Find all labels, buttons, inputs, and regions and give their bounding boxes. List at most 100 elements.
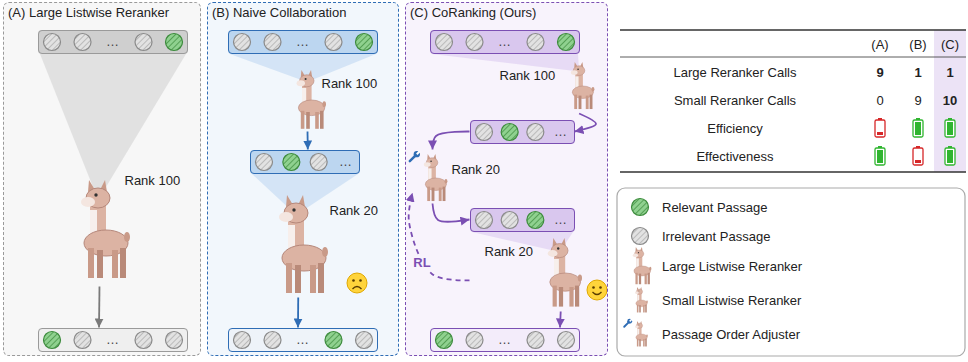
battery-body xyxy=(875,120,885,137)
call-count: 10 xyxy=(943,93,957,108)
passage-list-fill xyxy=(228,30,378,54)
battery-icon xyxy=(913,146,923,165)
battery-icon xyxy=(913,118,923,137)
battery-cap xyxy=(948,118,952,120)
passage-list-fill xyxy=(228,328,378,352)
passage-list-fill xyxy=(470,120,575,144)
wrench-icon xyxy=(410,150,421,161)
battery-body xyxy=(913,120,923,137)
passage-list: … xyxy=(38,30,188,54)
table-cell: 9 xyxy=(876,65,883,80)
table-rule xyxy=(620,171,966,172)
flow-arrow xyxy=(433,131,470,149)
table-label: Small Reranker Calls xyxy=(674,93,796,108)
method-panel: (A) Large Listwise Reranker…Rank 100… xyxy=(3,2,201,356)
ellipsis: … xyxy=(296,31,309,53)
passage-list: … xyxy=(470,120,575,144)
table-cell: (B) xyxy=(909,37,926,52)
passage-circle xyxy=(44,332,61,349)
llama-icon xyxy=(424,154,448,201)
icon-part xyxy=(410,150,633,326)
passage-circle xyxy=(135,34,152,51)
table-label: Effectiveness xyxy=(696,149,773,164)
table-cell: 1 xyxy=(914,65,921,80)
battery-icon xyxy=(945,118,955,137)
table-rule xyxy=(620,57,966,58)
ellipsis: … xyxy=(554,209,567,231)
passage-circle xyxy=(234,34,251,51)
table-cell: 0 xyxy=(876,93,883,108)
passage-list: … xyxy=(228,328,378,352)
icon-part xyxy=(99,114,596,328)
passage-list: … xyxy=(430,328,580,352)
call-count: 1 xyxy=(914,65,921,80)
method-panel: (C) CoRanking (Ours) … Rank 100 … Rank 20 … Ra… xyxy=(405,2,608,356)
passage-circle xyxy=(264,34,281,51)
table-cell: 10 xyxy=(943,93,957,108)
panel-title: (C) CoRanking (Ours) xyxy=(410,5,536,20)
wrench-icon xyxy=(624,318,632,326)
face-disc xyxy=(587,280,607,300)
passage-circle xyxy=(558,332,575,349)
legend-text: Large Listwise Reranker xyxy=(662,259,802,274)
face-disc xyxy=(347,273,367,293)
passage-list: … xyxy=(430,30,580,54)
flow-arrow xyxy=(433,204,470,222)
passage-circle xyxy=(436,34,453,51)
llama-icon xyxy=(81,180,130,278)
listwise-reranker: Rank 100 xyxy=(285,66,385,132)
battery-cap xyxy=(916,118,920,120)
passage-circle xyxy=(527,332,544,349)
passage-circle xyxy=(632,199,649,216)
passage-circle xyxy=(356,34,373,51)
passage-circle xyxy=(234,332,251,349)
call-count: 1 xyxy=(946,65,953,80)
panel-title: (B) Naive Collaboration xyxy=(212,5,346,20)
passage-circle xyxy=(632,228,649,245)
flow-arrow xyxy=(575,114,597,132)
llama-icon xyxy=(635,287,648,312)
ellipsis: … xyxy=(339,151,352,173)
rank-label: Rank 20 xyxy=(485,244,533,259)
battery-level xyxy=(877,150,883,163)
legend-entry: Small Listwise Reranker xyxy=(662,293,801,308)
legend-entry: Relevant Passage xyxy=(662,200,768,215)
passage-list-fill xyxy=(430,30,580,54)
passage-circle xyxy=(166,34,183,51)
legend-entry: Irrelevant Passage xyxy=(662,229,770,244)
table-cell: (C) xyxy=(941,37,959,52)
table-cell: Effectiveness xyxy=(696,149,773,164)
rank-label: Rank 20 xyxy=(330,203,378,218)
passage-circle xyxy=(466,332,483,349)
passage-circle xyxy=(436,332,453,349)
table-label: Efficiency xyxy=(707,121,762,136)
table-rule xyxy=(620,29,966,30)
battery-body xyxy=(913,148,923,165)
panel-fill xyxy=(207,2,399,356)
llama-icon xyxy=(571,62,595,109)
battery-body xyxy=(945,120,955,137)
passage-circle xyxy=(283,154,300,171)
passage-circle xyxy=(310,154,327,171)
battery-level xyxy=(947,150,953,163)
flow-arrow xyxy=(559,312,562,328)
legend-text: Relevant Passage xyxy=(662,200,768,215)
passage-circle xyxy=(527,34,544,51)
table-cell: (A) xyxy=(871,37,888,52)
passage-list-fill xyxy=(38,30,188,54)
legend-text: Irrelevant Passage xyxy=(662,229,770,244)
rank-label: Rank 20 xyxy=(452,162,500,177)
passage-circle xyxy=(166,332,183,349)
ellipsis: … xyxy=(554,121,567,143)
battery-level xyxy=(915,122,921,135)
face-mouth xyxy=(353,287,362,290)
llama-icon xyxy=(279,195,328,293)
listwise-reranker: Rank 20 xyxy=(262,190,384,298)
passage-list: … xyxy=(38,328,188,352)
passage-list: … xyxy=(228,30,378,54)
emoji-face xyxy=(347,273,367,293)
edge-label: RL xyxy=(411,255,432,270)
listwise-reranker: Rank 100 xyxy=(497,58,599,114)
emoji-face xyxy=(587,280,607,300)
